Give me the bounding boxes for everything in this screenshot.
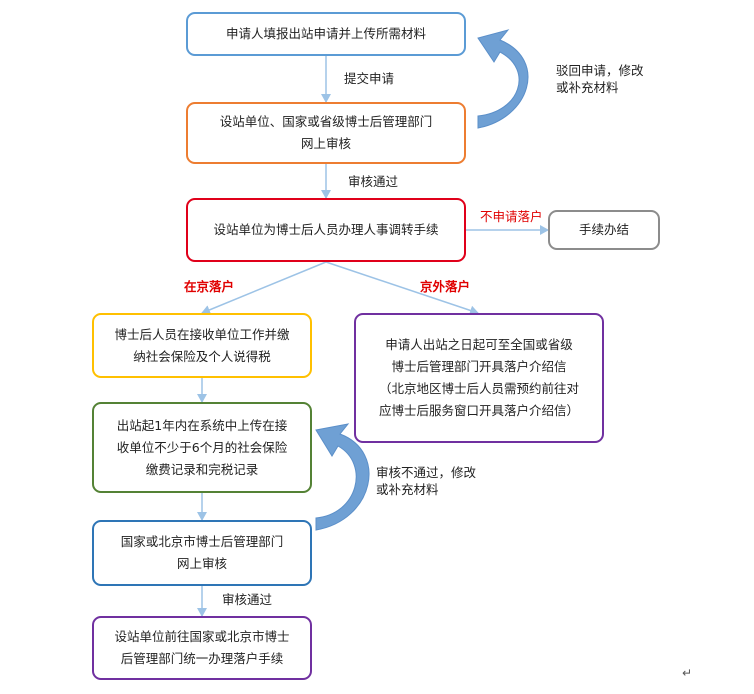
arrow-transfer-to-outside: [325, 261, 479, 316]
step-beijing-review-text-2: 网上审核: [176, 556, 227, 571]
step-insurance-text-2: 纳社会保险及个人说得税: [133, 348, 271, 364]
paragraph-mark-icon: ↵: [682, 666, 693, 680]
step-upload-text-3: 缴费记录和完税记录: [145, 461, 259, 477]
label-settle-in-beijing: 在京落户: [184, 279, 235, 294]
step-settle-text-1: 设站单位前往国家或北京市博士: [114, 629, 290, 644]
step-apply-box: 申请人填报出站申请并上传所需材料: [186, 12, 466, 56]
return-arrow-reject: [477, 29, 529, 129]
step-beijing-review-text-1: 国家或北京市博士后管理部门: [120, 534, 284, 549]
arrow-transfer-to-beijing: [201, 261, 327, 315]
step-upload-box: 出站起1年内在系统中上传在接 收单位不少于6个月的社会保险 缴费记录和完税记录: [92, 402, 312, 493]
step-insurance-box: 博士后人员在接收单位工作并缴 纳社会保险及个人说得税: [92, 313, 312, 378]
label-fail-2: 或补充材料: [376, 482, 439, 497]
label-reject-1: 驳回申请，修改: [556, 63, 644, 78]
step-outside-text-1: 申请人出站之日起可至全国或省级: [385, 337, 573, 352]
label-submit: 提交申请: [344, 71, 395, 86]
step-beijing-review-box: 国家或北京市博士后管理部门 网上审核: [92, 520, 312, 586]
label-reject-2: 或补充材料: [556, 80, 619, 95]
step-outside-box: 申请人出站之日起可至全国或省级 博士后管理部门开具落户介绍信 （北京地区博士后人…: [354, 313, 604, 443]
step-insurance-text-1: 博士后人员在接收单位工作并缴: [114, 326, 290, 342]
step-apply-text: 申请人填报出站申请并上传所需材料: [225, 26, 426, 41]
step-settle-box: 设站单位前往国家或北京市博士 后管理部门统一办理落户手续: [92, 616, 312, 680]
label-fail-1: 审核不通过，修改: [376, 465, 477, 480]
step-done-text: 手续办结: [578, 222, 629, 237]
label-settle-outside: 京外落户: [420, 279, 471, 294]
label-approved-1: 审核通过: [348, 174, 399, 189]
step-transfer-text: 设站单位为博士后人员办理人事调转手续: [213, 222, 439, 237]
step-upload-text-2: 收单位不少于6个月的社会保险: [116, 439, 288, 455]
step-done-box: 手续办结: [548, 210, 660, 250]
step-transfer-box: 设站单位为博士后人员办理人事调转手续: [186, 198, 466, 262]
step-review-text-2: 网上审核: [300, 136, 351, 151]
step-review-text-1: 设站单位、国家或省级博士后管理部门: [219, 114, 433, 129]
step-review-box: 设站单位、国家或省级博士后管理部门 网上审核: [186, 102, 466, 164]
step-outside-text-2: 博士后管理部门开具落户介绍信: [391, 359, 567, 374]
label-no-settle: 不申请落户: [480, 209, 543, 224]
step-upload-text-1: 出站起1年内在系统中上传在接: [116, 417, 288, 433]
label-approved-2: 审核通过: [222, 592, 273, 607]
step-outside-text-3: （北京地区博士后人员需预约前往对: [378, 381, 579, 396]
step-settle-text-2: 后管理部门统一办理落户手续: [120, 651, 284, 666]
step-outside-text-4: 应博士后服务窗口开具落户介绍信）: [378, 403, 579, 418]
return-arrow-fail: [315, 423, 370, 531]
